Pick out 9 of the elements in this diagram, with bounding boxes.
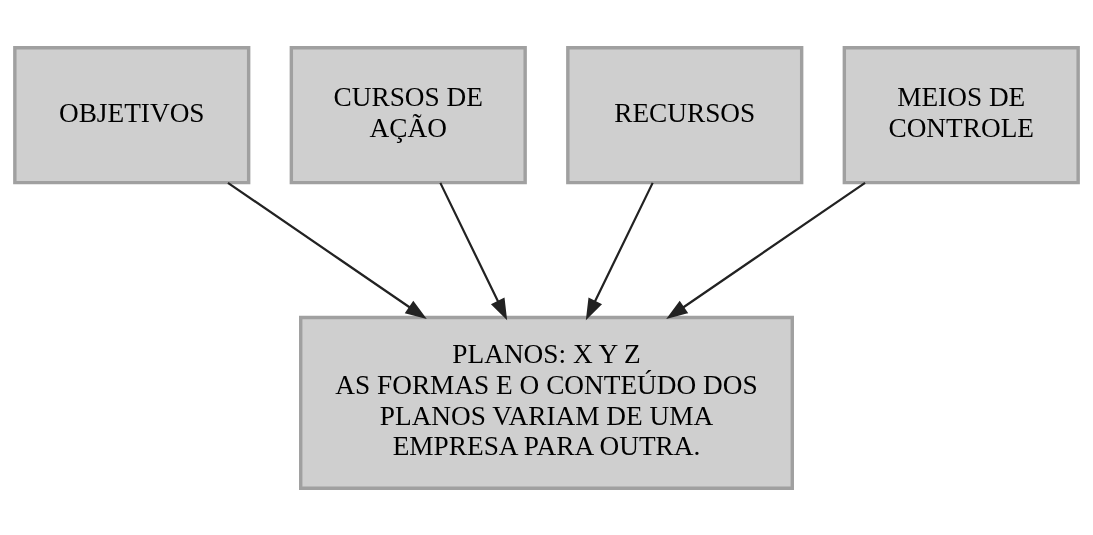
arrow [227,181,427,319]
node-box: PLANOS: X Y Z AS FORMAS E O CONTEÚDO DOS PLANOS VARIAM DE UMA EMPRESA PARA OUTRA. [299,315,794,490]
arrow [666,181,866,319]
node-box: OBJETIVOS [13,45,251,184]
arrow [439,181,508,320]
node-box: RECURSOS [566,45,804,184]
arrow [585,181,654,320]
node-box: MEIOS DE CONTROLE [842,45,1080,184]
node-box: CURSOS DE AÇÃO [289,45,527,184]
